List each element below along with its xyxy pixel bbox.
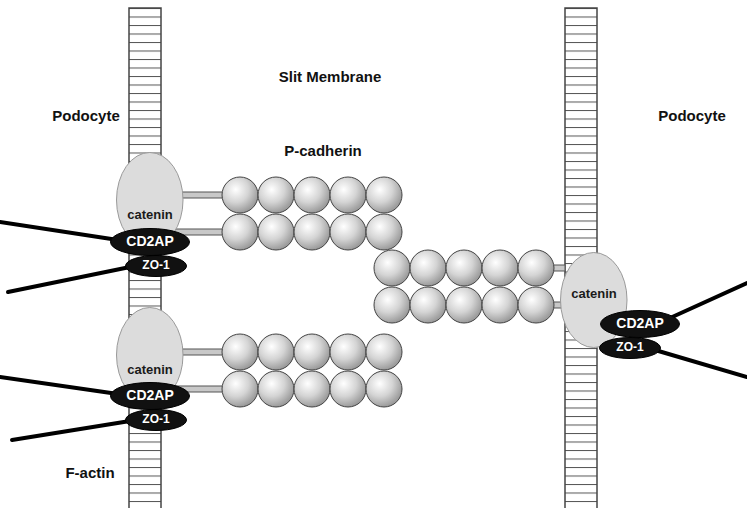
- cd2ap-ellipse: CD2AP: [110, 382, 190, 410]
- part-label: Podocyte: [658, 107, 726, 124]
- zo1-ellipse: ZO-1: [599, 337, 661, 359]
- cd2ap-ellipse: CD2AP: [110, 228, 190, 256]
- part-label: F-actin: [65, 464, 114, 481]
- part-label: P-cadherin: [284, 142, 362, 159]
- cadherin-domains: [222, 177, 554, 407]
- protein-name: catenin: [127, 363, 173, 377]
- protein-name: ZO-1: [142, 413, 169, 426]
- protein-name: catenin: [571, 287, 617, 301]
- protein-name: CD2AP: [616, 316, 663, 331]
- cadherin-stalks: [161, 192, 565, 392]
- actin-filaments: [0, 222, 747, 440]
- part-label: Podocyte: [52, 107, 120, 124]
- protein-name: CD2AP: [126, 234, 173, 249]
- cd2ap-ellipse: CD2AP: [600, 310, 680, 338]
- protein-name: catenin: [127, 208, 173, 222]
- part-label: Slit Membrane: [279, 68, 382, 85]
- protein-name: CD2AP: [126, 388, 173, 403]
- protein-name: ZO-1: [616, 341, 643, 354]
- zo1-ellipse: ZO-1: [125, 409, 187, 431]
- protein-name: ZO-1: [142, 259, 169, 272]
- zo1-ellipse: ZO-1: [125, 255, 187, 277]
